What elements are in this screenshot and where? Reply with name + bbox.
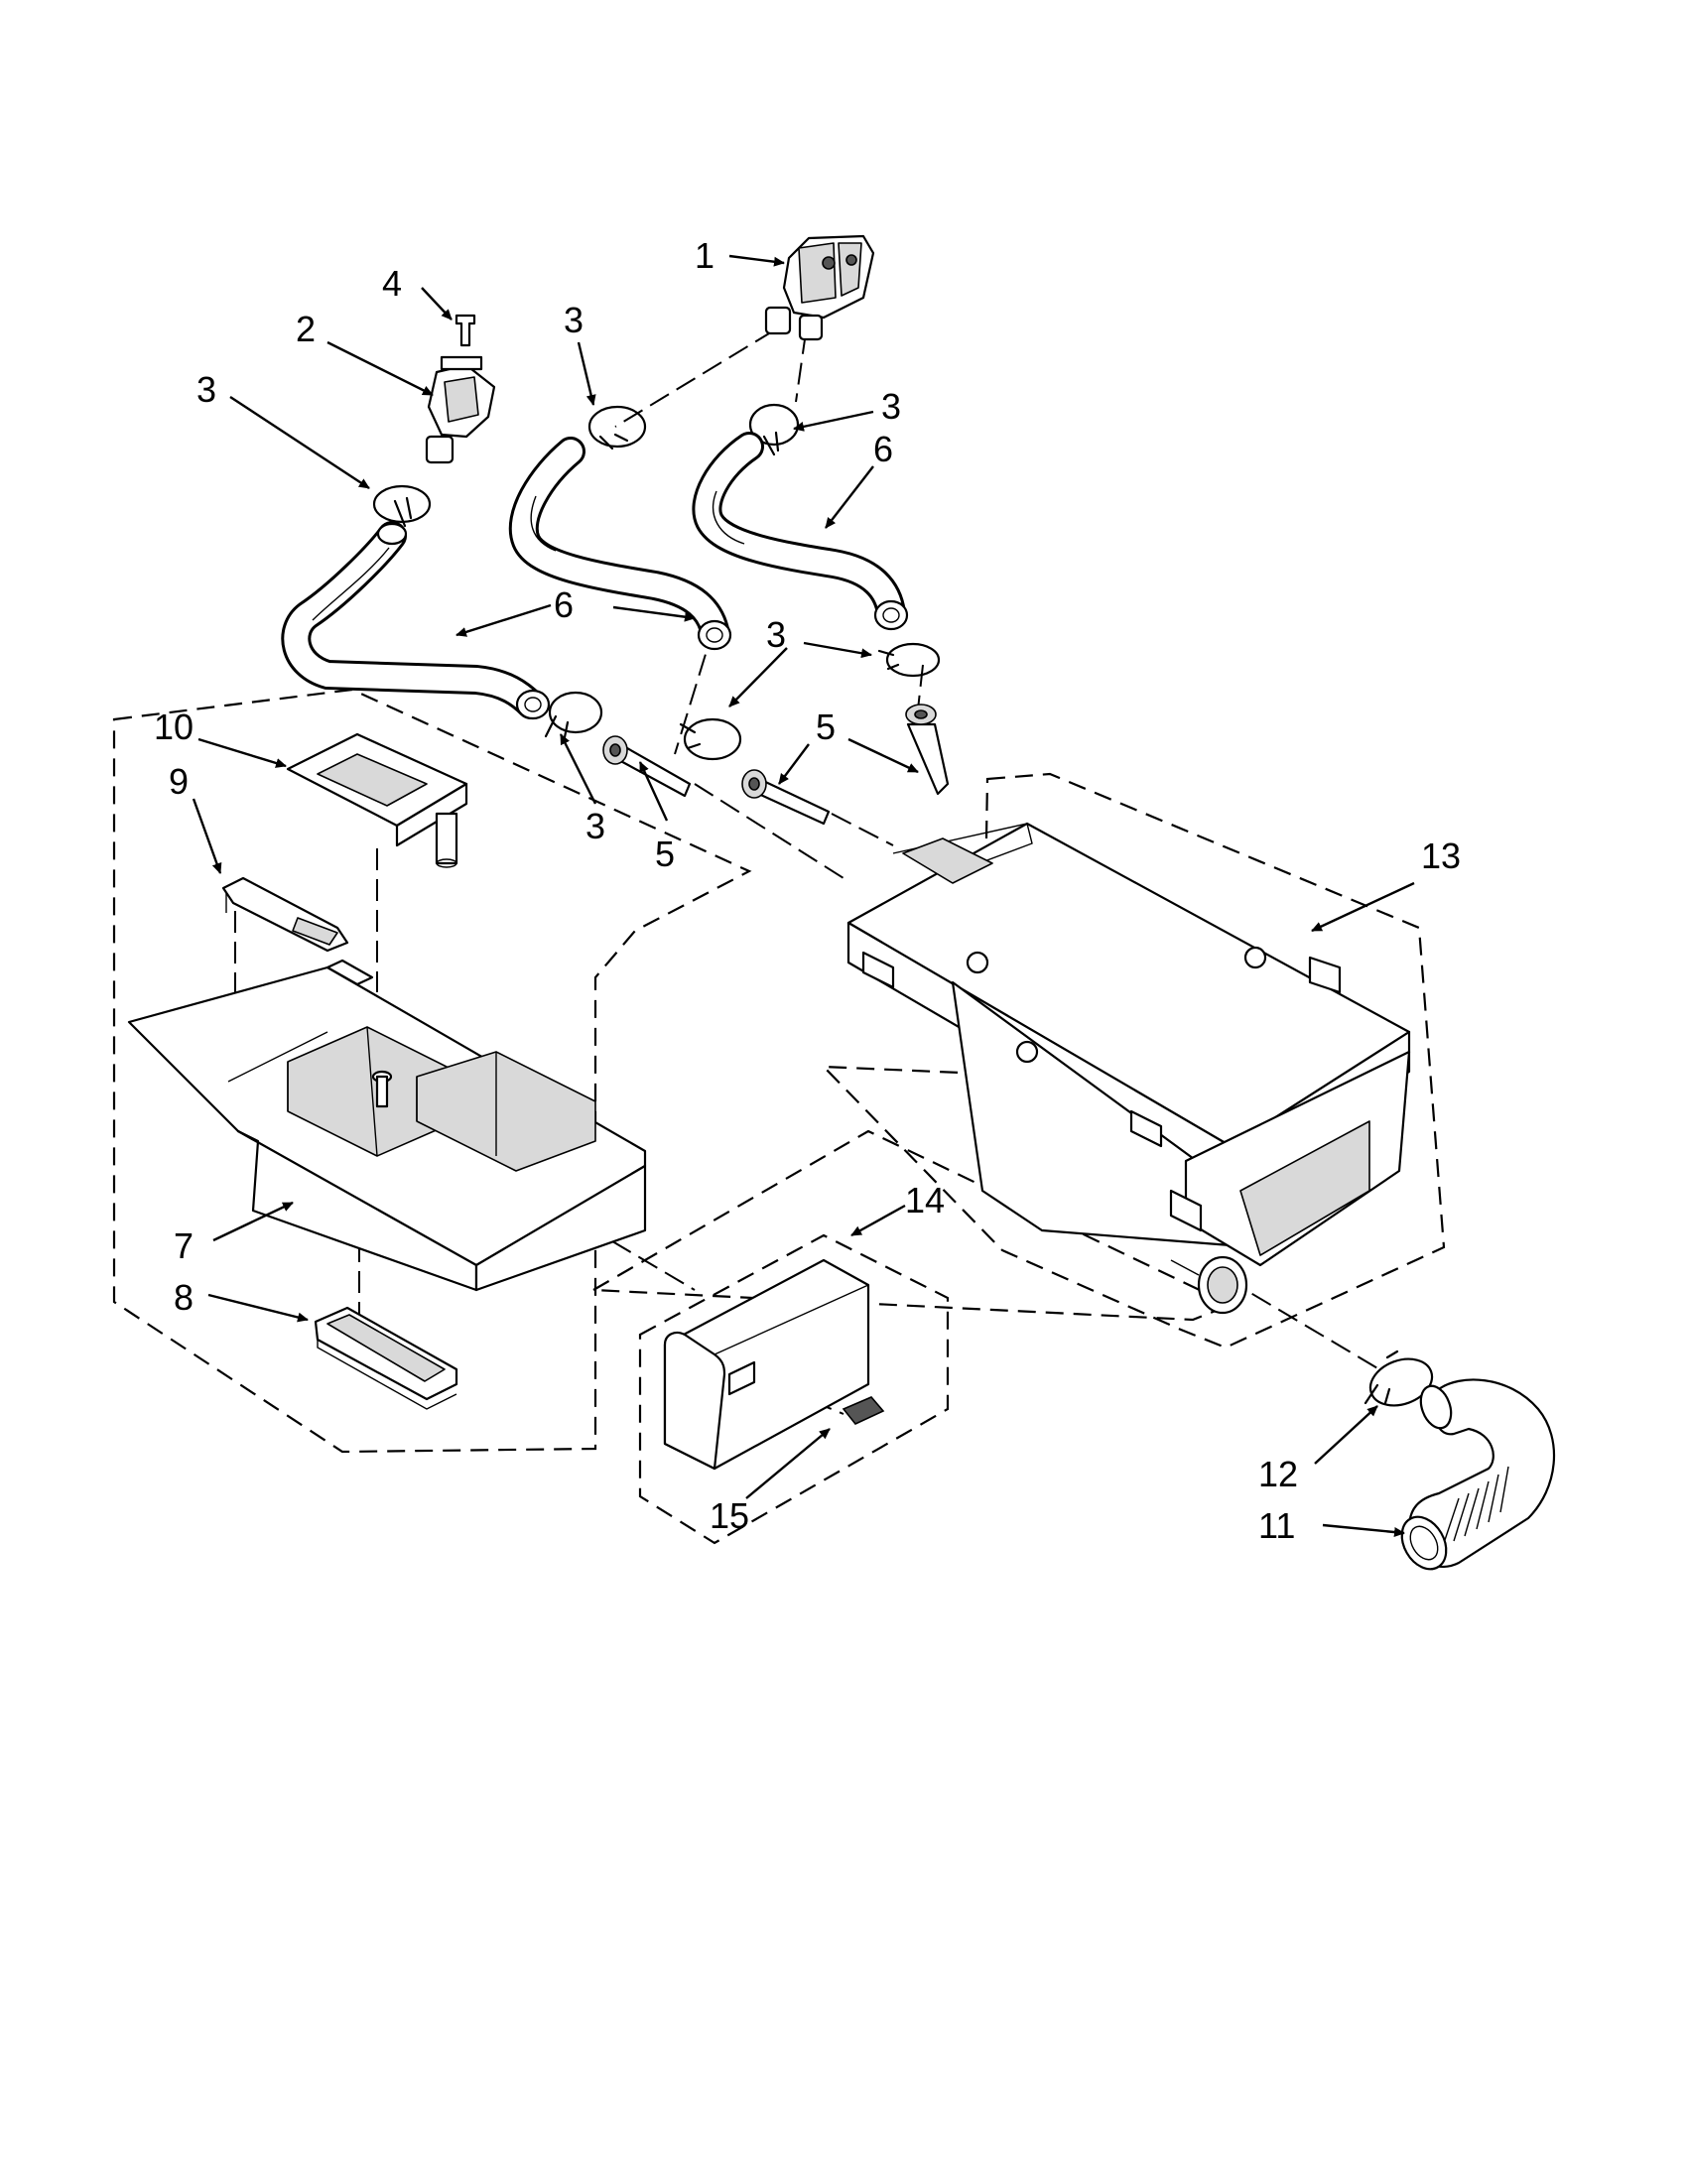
drawer-insert (314, 1306, 458, 1410)
leader-valve-right (795, 331, 807, 403)
callout-7: 7 (174, 1225, 194, 1266)
hose-clamp (587, 405, 647, 450)
callout-6: 6 (873, 429, 893, 469)
callout-3: 3 (766, 614, 786, 655)
callout-12: 12 (1258, 1454, 1298, 1494)
panel-button (842, 1396, 885, 1425)
inlet-nozzle (602, 735, 692, 798)
dispenser-drawer (127, 959, 647, 1292)
callout-8: 8 (174, 1277, 194, 1318)
siphon (221, 876, 349, 953)
hose-right (692, 432, 909, 631)
callout-3: 3 (585, 806, 605, 846)
callout-6: 6 (554, 584, 574, 625)
callout-3: 3 (564, 300, 584, 340)
callout-3: 3 (196, 369, 216, 410)
leader-housing-to-bellow (1225, 1277, 1380, 1370)
leader-hose-to-nozzle (674, 624, 715, 755)
leader-clamp-to-nozzle (917, 664, 924, 710)
screw (454, 314, 476, 347)
front-panel-inner-outline (638, 1233, 950, 1545)
dispenser-housing-group-outline (821, 772, 1446, 1349)
inlet-nozzle (741, 769, 831, 826)
hose-clamp (544, 691, 603, 744)
drawer-cap (286, 732, 468, 868)
hose-center (508, 437, 732, 651)
hose-clamp (877, 642, 941, 678)
callout-13: 13 (1421, 835, 1461, 876)
callout-5: 5 (816, 707, 836, 747)
callout-2: 2 (296, 309, 316, 349)
callout-14: 14 (905, 1180, 945, 1220)
callout-4: 4 (382, 263, 402, 304)
inlet-nozzle (905, 704, 950, 796)
single-water-valve (425, 355, 496, 464)
callout-arrows (192, 254, 1415, 1538)
callout-3: 3 (881, 386, 901, 427)
callout-1: 1 (695, 235, 714, 276)
dispenser-drawer-group-outline (112, 688, 752, 1454)
callout-9: 9 (169, 761, 189, 802)
callout-11: 11 (1258, 1505, 1295, 1546)
dispenser-housing (846, 822, 1411, 1315)
front-panel (663, 1258, 870, 1471)
hose-clamp (679, 717, 742, 761)
front-panel-group-outline (589, 1129, 1234, 1322)
leader-valve-to-hose (614, 329, 775, 428)
hose-left (281, 521, 551, 720)
callout-15: 15 (710, 1495, 749, 1536)
callout-10: 10 (154, 707, 194, 747)
dual-water-valve (764, 234, 875, 341)
bellow-clamp (1363, 1349, 1434, 1407)
callout-labels: 1 2 3 3 3 3 3 3 4 5 5 6 6 7 8 9 10 11 12… (154, 235, 1461, 1546)
bellow-hose (1400, 1378, 1556, 1571)
leader-nozzle-to-housing-b (831, 813, 894, 846)
callout-5: 5 (655, 834, 675, 874)
hose-clamp (372, 484, 432, 528)
